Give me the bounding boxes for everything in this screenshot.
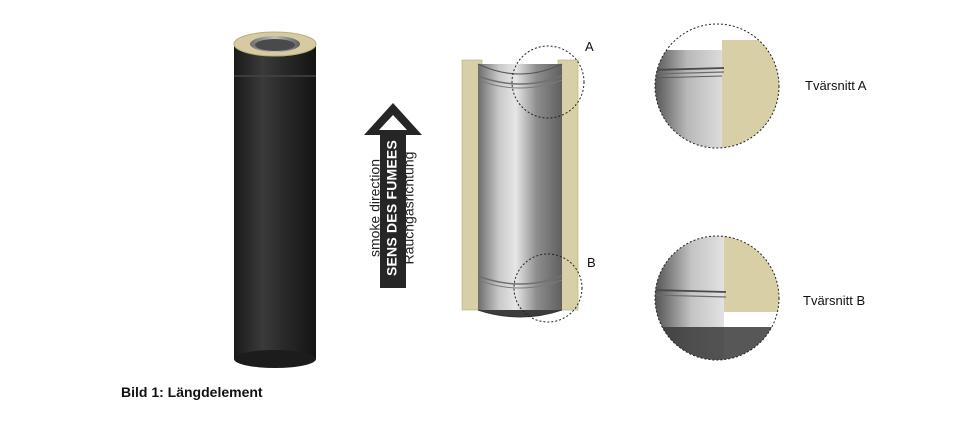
detail-b-label: Tvärsnitt B [803, 293, 866, 308]
smoke-direction-arrow [364, 103, 422, 288]
arrow-label-group: smoke direction SENS DES FUMEES Rauchgas… [367, 140, 418, 276]
detail-a-label: Tvärsnitt A [805, 78, 867, 93]
figure-caption: Bild 1: Längdelement [121, 384, 263, 400]
callout-label-b: B [587, 255, 596, 270]
cutaway-pipe-section [461, 45, 585, 323]
arrow-label-sens-des-fumees: SENS DES FUMEES [383, 139, 400, 277]
arrow-label-smoke-direction: smoke direction [366, 158, 383, 258]
detail-a-closeup [654, 23, 780, 149]
callout-label-a: A [585, 39, 594, 54]
detail-b-closeup [654, 235, 780, 361]
chimney-pipe-illustration [233, 31, 317, 368]
arrow-label-rauchgasrichtung: Rauchgasrichtung [400, 151, 417, 265]
